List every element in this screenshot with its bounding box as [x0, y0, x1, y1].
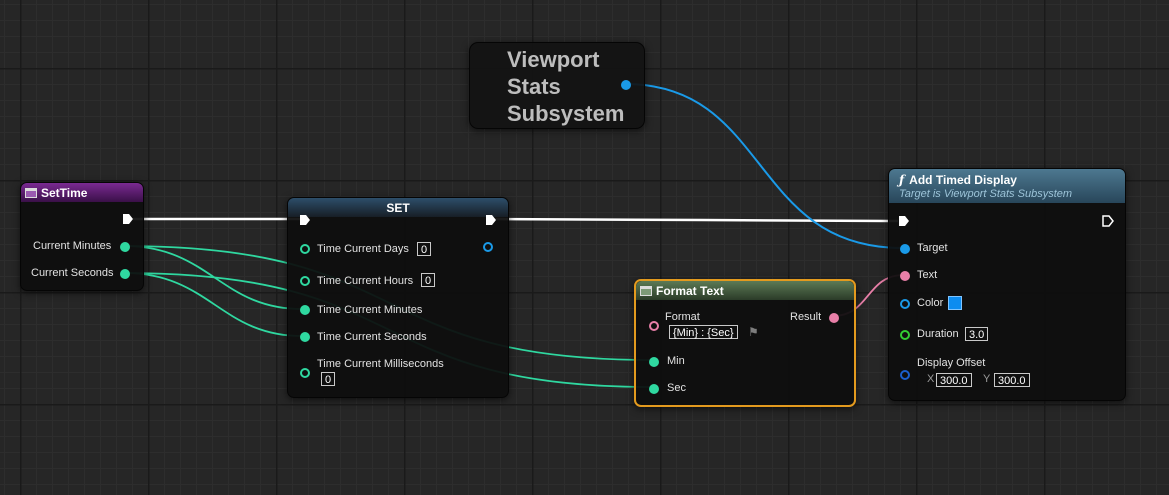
target-pin[interactable] [900, 244, 910, 254]
display-offset-label: Display Offset [917, 357, 986, 369]
object-wire-viewport-to-target [624, 83, 903, 249]
settime-event-node[interactable]: SetTime Current Minutes Current Seconds [20, 182, 144, 291]
days-output-pin[interactable] [483, 242, 493, 252]
result-label: Result [790, 311, 822, 323]
display-exec-in-pin[interactable] [898, 215, 910, 227]
duration-pin[interactable] [900, 330, 910, 340]
minutes-label: Time Current Minutes [317, 304, 423, 316]
function-icon [640, 285, 652, 296]
display-title-row: ƒ Add Timed Display [899, 173, 1017, 187]
format-label: Format [665, 311, 700, 323]
sec-label: Sec [667, 382, 686, 394]
set-exec-in-pin[interactable] [299, 214, 311, 226]
target-label: Target [917, 242, 948, 254]
event-icon [25, 187, 37, 198]
viewport-output-pin[interactable] [621, 80, 631, 90]
function-f-icon: ƒ [899, 172, 905, 187]
settime-header: SetTime [21, 183, 143, 202]
x-label: X [927, 373, 935, 385]
settime-exec-out-pin[interactable] [122, 213, 134, 225]
current-minutes-label: Current Minutes [33, 240, 112, 252]
set-exec-out-pin[interactable] [485, 214, 497, 226]
format-input[interactable]: {Min} : {Sec} [669, 325, 738, 339]
seconds-label: Time Current Seconds [317, 331, 427, 343]
seconds-pin[interactable] [300, 332, 310, 342]
minutes-pin[interactable] [300, 305, 310, 315]
text-pin[interactable] [900, 271, 910, 281]
text-label: Text [917, 269, 938, 281]
duration-label: Duration [917, 328, 959, 340]
result-pin[interactable] [829, 313, 839, 323]
min-label: Min [667, 355, 685, 367]
color-swatch[interactable] [948, 296, 962, 310]
days-label: Time Current Days [317, 243, 409, 255]
milliseconds-label: Time Current Milliseconds [317, 358, 444, 370]
days-pin[interactable] [300, 244, 310, 254]
y-input[interactable]: 300.0 [994, 373, 1030, 387]
x-input[interactable]: 300.0 [936, 373, 972, 387]
hours-input[interactable]: 0 [421, 273, 436, 287]
sec-pin[interactable] [649, 384, 659, 394]
current-minutes-pin[interactable] [120, 242, 130, 252]
settime-title: SetTime [41, 185, 88, 200]
format-title: Format Text [656, 283, 724, 298]
format-text-node[interactable]: Format Text Format {Min} : {Sec} ⚑ Resul… [634, 279, 856, 407]
y-label: Y [983, 373, 991, 385]
float-wire-seconds-to-set [123, 272, 303, 337]
color-pin[interactable] [900, 299, 910, 309]
float-wire-minutes-to-set [123, 245, 303, 310]
format-header: Format Text [636, 281, 854, 300]
current-seconds-pin[interactable] [120, 269, 130, 279]
min-pin[interactable] [649, 357, 659, 367]
add-timed-display-node[interactable]: ƒ Add Timed Display Target is Viewport St… [888, 168, 1126, 401]
viewport-stats-subsystem-node[interactable]: Viewport Stats Subsystem [469, 42, 645, 129]
display-header: ƒ Add Timed Display Target is Viewport St… [889, 169, 1125, 203]
days-input[interactable]: 0 [417, 242, 432, 256]
display-exec-out-pin[interactable] [1102, 215, 1114, 227]
display-offset-pin[interactable] [900, 370, 910, 380]
exec-wire-set-to-display [494, 217, 899, 223]
set-header: SET [288, 198, 508, 217]
set-node[interactable]: SET Time Current Days 0 Time Current Hou… [287, 197, 509, 398]
milliseconds-pin[interactable] [300, 368, 310, 378]
viewport-node-title: Viewport Stats Subsystem [507, 47, 625, 126]
milliseconds-input[interactable]: 0 [321, 372, 336, 386]
display-title: Add Timed Display [909, 172, 1017, 187]
display-subtitle: Target is Viewport Stats Subsystem [899, 187, 1073, 200]
hours-label: Time Current Hours [317, 275, 414, 287]
flag-icon[interactable]: ⚑ [748, 325, 759, 339]
duration-input[interactable]: 3.0 [965, 327, 989, 341]
color-label: Color [917, 297, 944, 309]
hours-pin[interactable] [300, 276, 310, 286]
format-pin[interactable] [649, 321, 659, 331]
current-seconds-label: Current Seconds [31, 267, 114, 279]
